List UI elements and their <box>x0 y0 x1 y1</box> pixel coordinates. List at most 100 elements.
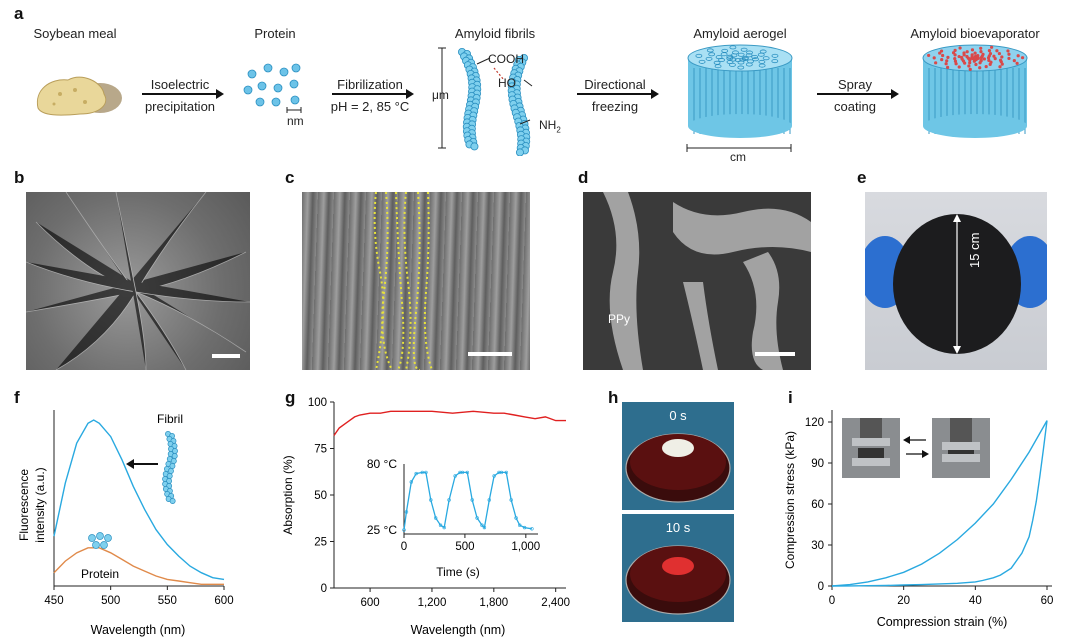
g-series-absorption <box>333 410 566 436</box>
f-xtick-label: 450 <box>44 595 63 607</box>
arrow-1-label-bottom: precipitation <box>144 99 216 114</box>
photo-bioevaporator-held: 15 cm <box>865 192 1047 370</box>
g-ytick-label: 25 <box>314 537 327 549</box>
i-series-loading <box>831 420 1048 587</box>
f-xlabel: Wavelength (nm) <box>91 623 186 637</box>
g-inset-xtick-label: 0 <box>401 541 407 553</box>
cm-scale-bar <box>686 144 792 152</box>
arrow-3-label-top: Directional <box>584 77 646 92</box>
photo-h-10s: 10 s <box>622 514 734 622</box>
g-inset-point <box>518 523 522 527</box>
g-inset-point <box>497 470 501 475</box>
i-ylabel: Compression stress (kPa) <box>783 431 797 569</box>
g-ylabel: Absorption (%) <box>281 455 295 534</box>
i-ytick-label: 120 <box>805 417 824 429</box>
f-fibril-label: Fibril <box>157 412 183 426</box>
g-inset-series <box>403 471 533 531</box>
arrow-4 <box>817 89 899 99</box>
um-scale-label: μm <box>432 88 449 102</box>
sem-image-aerogel-channels <box>302 192 530 370</box>
f-ylabel-line2: intensity (a.u.) <box>33 467 47 542</box>
amyloid-bioevaporator-illustration <box>922 44 1028 138</box>
stage-soybean-meal: Soybean meal <box>33 26 117 41</box>
g-inset-point <box>433 516 438 520</box>
panel-label-c: c <box>285 168 295 187</box>
arrow-3-label-bottom: freezing <box>591 99 639 114</box>
stage-amyloid-fibrils: Amyloid fibrils <box>454 26 536 41</box>
g-inset-xtick-label: 500 <box>455 541 474 553</box>
arrow-4-label-top: Spray <box>838 77 872 92</box>
arrow-2-label-bottom: pH = 2, 85 °C <box>330 99 410 114</box>
g-inset-point <box>470 498 474 502</box>
scale-bar-d <box>755 352 795 356</box>
g-inset-point <box>402 528 406 532</box>
g-inset-ytop: 80 °C <box>367 457 397 471</box>
g-inset-point <box>409 480 414 484</box>
arrow-1 <box>142 89 224 99</box>
panel-label-h: h <box>608 388 619 407</box>
g-xtick-label: 1,200 <box>418 597 447 609</box>
protein-dots-illustration <box>243 63 301 107</box>
g-inset-point <box>522 525 527 530</box>
f-xtick-label: 550 <box>158 595 177 607</box>
arrow-1-label-top: Isoelectric <box>150 77 210 92</box>
i-xtick-label: 20 <box>897 595 910 607</box>
g-inset-point <box>420 470 424 475</box>
g-inset-point <box>424 470 428 475</box>
g-inset-point <box>453 474 457 478</box>
panel-label-e: e <box>857 168 867 187</box>
g-ytick-label: 50 <box>314 490 327 502</box>
g-inset-point <box>414 471 418 476</box>
scale-bar-c <box>468 352 512 356</box>
i-ytick-label: 60 <box>811 499 824 511</box>
panel-label-b: b <box>14 168 25 187</box>
g-inset-point <box>429 498 433 502</box>
soybean-meal-illustration <box>36 76 122 116</box>
ho-label: HO <box>498 76 516 90</box>
arrow-2 <box>332 89 414 99</box>
f-xtick-label: 500 <box>101 595 120 607</box>
h-label-0s: 0 s <box>669 408 687 423</box>
f-protein-label: Protein <box>81 567 119 581</box>
sem-image-ppy-coating: PPy <box>583 192 811 370</box>
panel-label-i: i <box>788 388 793 407</box>
g-inset-point <box>530 527 534 531</box>
amyloid-aerogel-illustration <box>687 44 793 138</box>
i-ytick-label: 0 <box>818 581 824 593</box>
f-xtick-label: 600 <box>214 595 233 607</box>
g-ytick-label: 100 <box>308 397 327 409</box>
g-xtick-label: 2,400 <box>541 597 570 609</box>
panel-label-a: a <box>14 4 24 23</box>
cooh-label: COOH <box>488 52 524 66</box>
g-inset-point <box>492 474 496 478</box>
ppy-label: PPy <box>608 312 631 326</box>
g-inset-point <box>480 523 484 527</box>
panel-label-g: g <box>285 388 296 407</box>
i-xtick-label: 40 <box>969 595 982 607</box>
g-inset-point <box>447 498 451 502</box>
arrow-4-label-bottom: coating <box>834 99 876 114</box>
cm-scale-label: cm <box>730 150 746 164</box>
i-xtick-label: 0 <box>829 595 835 607</box>
i-xtick-label: 60 <box>1041 595 1054 607</box>
g-ytick-label: 75 <box>314 444 327 456</box>
g-inset-point <box>487 498 491 502</box>
g-inset-point <box>442 525 446 530</box>
scale-15cm-label: 15 cm <box>967 232 982 268</box>
stage-amyloid-aerogel: Amyloid aerogel <box>693 26 787 41</box>
g-inset-point <box>404 510 409 514</box>
i-series-unloading <box>831 420 1048 587</box>
g-inset-point <box>499 470 504 475</box>
g-xlabel: Wavelength (nm) <box>411 623 506 637</box>
nm-scale-bar <box>286 107 302 113</box>
g-inset-xtick-label: 1,000 <box>511 541 540 553</box>
i-xlabel: Compression strain (%) <box>877 615 1008 629</box>
nm-scale-label: nm <box>287 114 304 128</box>
stage-protein: Protein <box>254 26 296 41</box>
h-label-10s: 10 s <box>665 520 691 535</box>
g-inset-point <box>475 516 479 520</box>
g-inset-point <box>438 523 443 527</box>
